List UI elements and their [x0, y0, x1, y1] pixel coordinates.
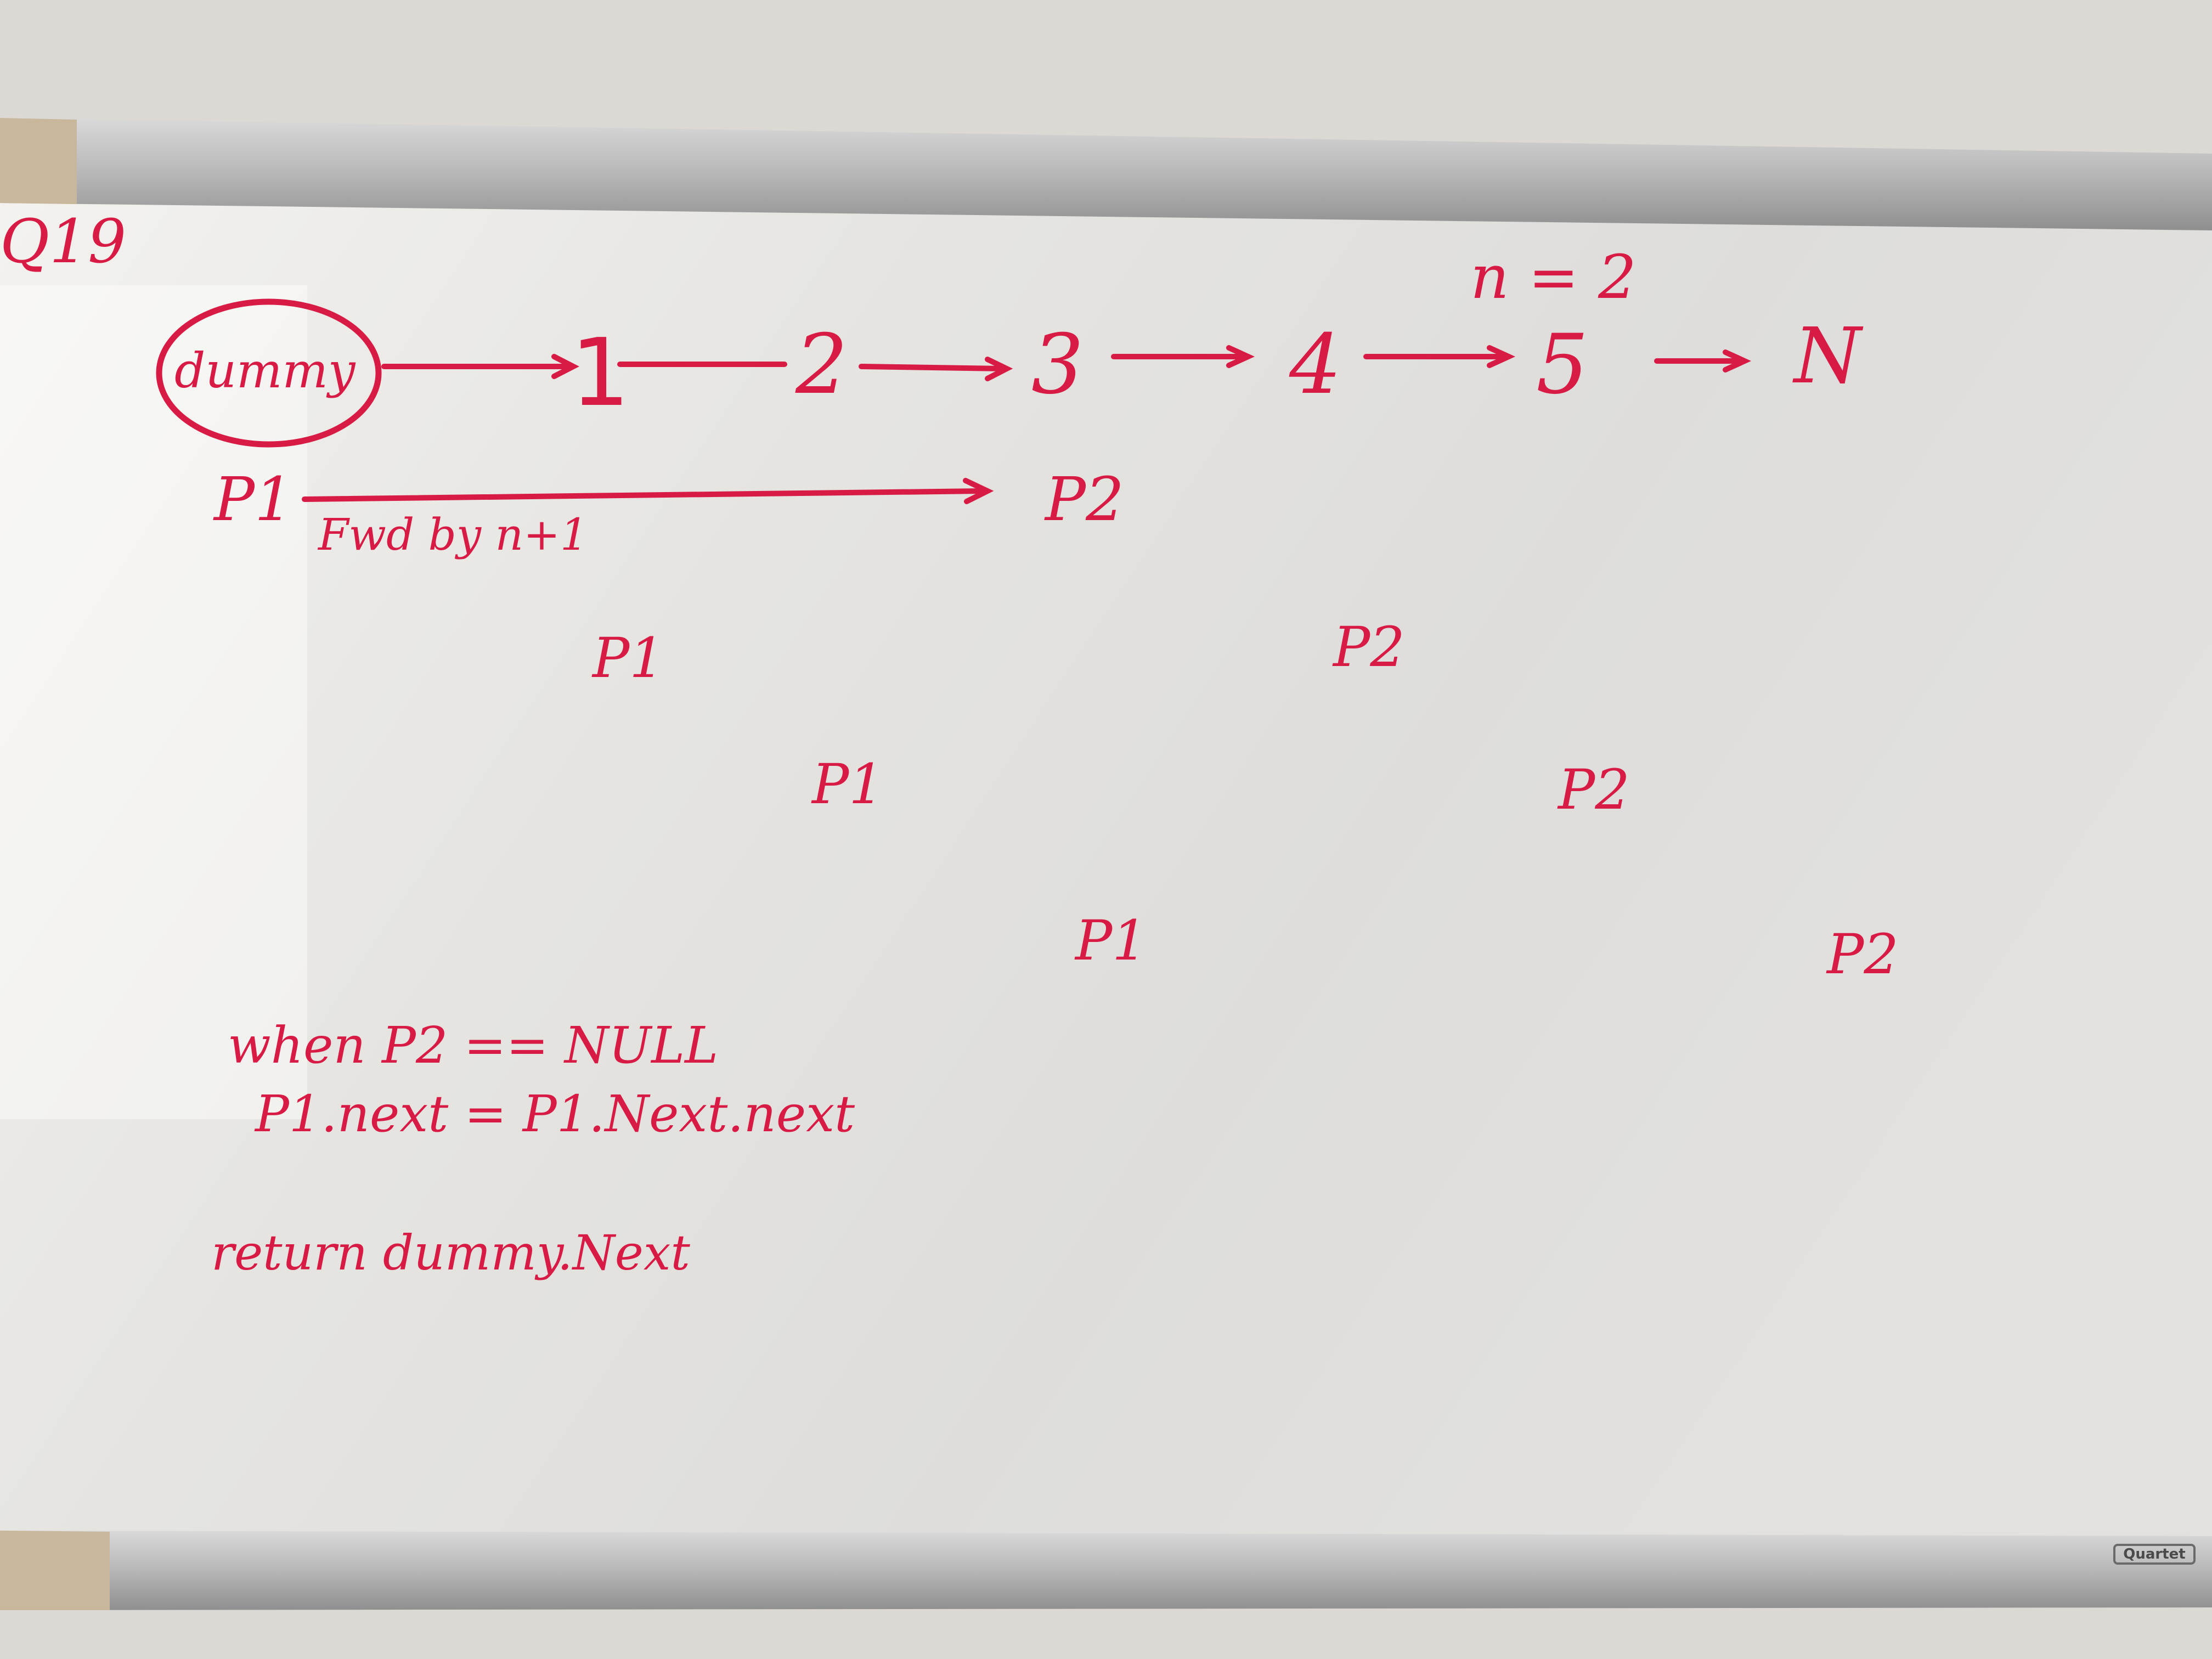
condition-line: when P2 == NULL	[228, 1016, 719, 1075]
pointer-p2-step3: P2	[1827, 922, 1899, 986]
pointer-p1-step3: P1	[1075, 909, 1147, 973]
pointer-p1-step1: P1	[592, 626, 664, 690]
node-null: N	[1794, 312, 1861, 401]
pointer-p1-step2: P1	[812, 752, 884, 816]
dummy-circle	[156, 298, 382, 448]
node-1: 1	[571, 319, 630, 427]
node-4: 4	[1289, 317, 1342, 413]
pointer-p2-step1: P2	[1333, 615, 1405, 679]
top-rail	[0, 118, 2212, 230]
brand-logo: Quartet	[2113, 1544, 2196, 1565]
pointer-p1-start: P1	[214, 464, 293, 534]
forward-label: Fwd by n+1	[318, 509, 588, 560]
return-line: return dummy.Next	[211, 1224, 690, 1281]
node-3: 3	[1031, 317, 1084, 413]
bottom-rail	[0, 1531, 2212, 1610]
node-5: 5	[1536, 317, 1589, 413]
list-arrows	[302, 345, 1752, 504]
n-equals-label: n = 2	[1470, 242, 1637, 312]
assignment-line: P1.next = P1.Next.next	[255, 1085, 855, 1143]
pointer-p2-step2: P2	[1558, 758, 1630, 822]
pointer-p2-start: P2	[1045, 464, 1124, 534]
node-2: 2	[795, 317, 848, 413]
corner-cap-bottom	[0, 1531, 110, 1610]
node-dummy: dummy	[174, 342, 356, 399]
corner-cap-top	[0, 118, 77, 204]
board-surface	[0, 195, 2212, 1536]
question-label: Q19	[0, 206, 127, 276]
